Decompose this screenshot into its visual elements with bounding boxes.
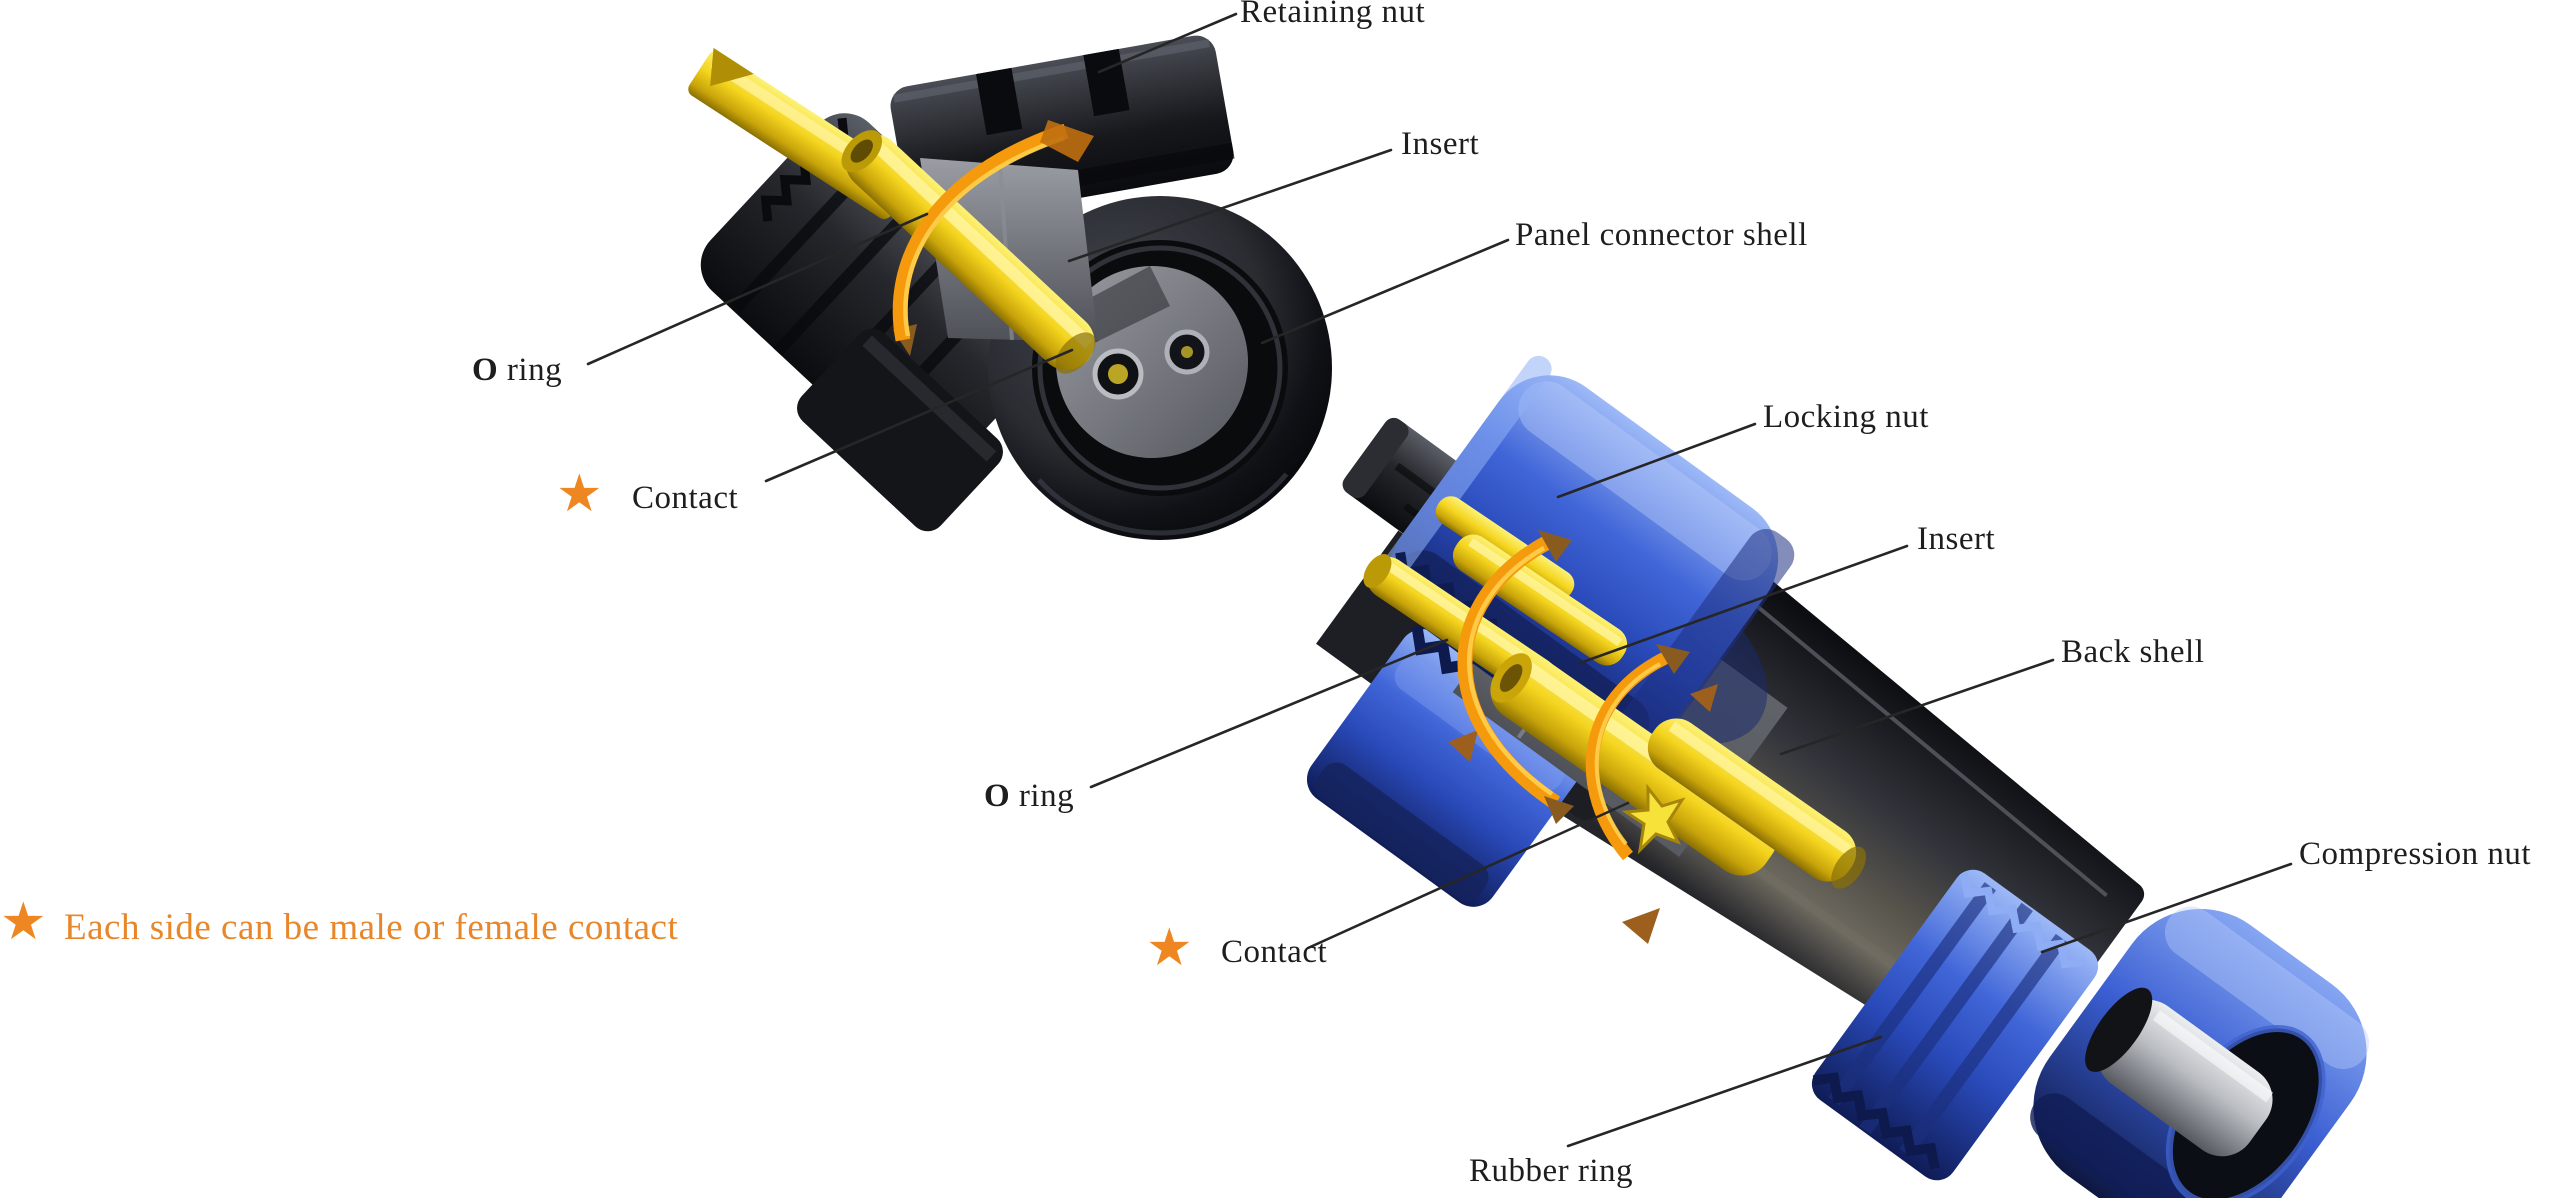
- o-ring-bold-o: O: [984, 778, 1011, 814]
- leader-lines: [586, 12, 2293, 1148]
- panel-contact-pin-tube: [841, 130, 1096, 374]
- cable-compression-threads: [1811, 869, 2099, 1181]
- o-ring-text: ring: [1010, 778, 1075, 814]
- cable-rubber-ring-part: [2085, 987, 2153, 1072]
- panel-o-ring: [892, 120, 1094, 356]
- label-rubber-ring: Rubber ring: [1469, 1153, 1634, 1189]
- leader-line: [1067, 148, 1393, 263]
- leader-line: [764, 348, 1074, 483]
- o-ring-bold-o: O: [472, 352, 499, 388]
- label-panel-connector-shell: Panel connector shell: [1515, 217, 1808, 253]
- label-cable-contact: Contact: [1221, 934, 1328, 970]
- label-retaining-nut: Retaining nut: [1240, 0, 1426, 30]
- cable-contact-pins: [1363, 496, 1867, 944]
- label-cable-insert: Insert: [1917, 521, 1996, 557]
- panel-shell-lower-part: [797, 328, 1003, 532]
- leader-line: [1306, 801, 1630, 950]
- label-cable-o-ring: O ring: [984, 778, 1074, 816]
- cable-connector-illustration: [1306, 355, 2370, 1198]
- cable-wire-stub: [2085, 987, 2274, 1157]
- label-compression-nut: Compression nut: [2299, 836, 2532, 872]
- leader-line: [1556, 422, 1757, 499]
- star-icon: ★: [0, 892, 47, 952]
- footnote-text: Each side can be male or female contact: [64, 907, 679, 948]
- star-icon: ★: [1146, 918, 1193, 978]
- leader-line: [1779, 658, 2055, 756]
- leader-line: [1578, 544, 1909, 665]
- star-icon: ★: [556, 464, 603, 524]
- label-panel-o-ring: O ring: [472, 352, 562, 390]
- label-panel-contact: Contact: [632, 480, 739, 516]
- leader-line: [1097, 12, 1238, 74]
- o-ring-text: ring: [498, 352, 563, 388]
- leader-line: [1089, 638, 1449, 789]
- label-back-shell: Back shell: [2061, 634, 2205, 670]
- label-locking-nut: Locking nut: [1763, 399, 1929, 435]
- leader-line: [586, 212, 929, 366]
- leader-line: [1260, 238, 1510, 345]
- label-panel-insert: Insert: [1401, 126, 1480, 162]
- leader-line: [1566, 1035, 1883, 1148]
- panel-connector-illustration: [688, 35, 1332, 540]
- leader-line: [2040, 862, 2293, 954]
- cable-o-rings: [1457, 530, 1690, 861]
